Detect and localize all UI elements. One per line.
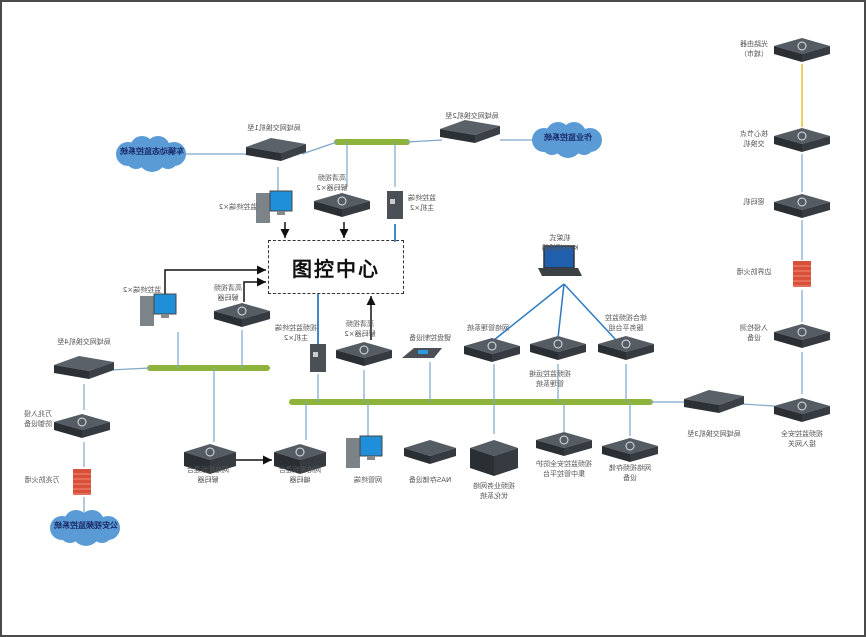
chassis-icon	[470, 440, 518, 476]
sw4-label: 局域网交换机4型	[57, 338, 111, 346]
platform-label: 综合视频监控 服务平台组	[605, 314, 647, 332]
ops-mgmt-label: 视频监控运维 管理系统	[529, 370, 571, 388]
tower-icon	[387, 191, 403, 219]
kvm-icon	[538, 245, 582, 276]
firewall-icon	[793, 261, 811, 287]
police-label: 公安视频监控系统	[54, 521, 118, 530]
cloud-icon	[532, 122, 602, 158]
ids-icon	[54, 414, 110, 438]
cloud-icon	[50, 510, 120, 546]
keyboard-label: 键盘控制设备	[409, 334, 451, 342]
core-icon	[774, 128, 830, 152]
link-line	[563, 283, 617, 341]
arrow-link	[243, 277, 266, 302]
sw3-label: 局域网交换机3型	[687, 430, 741, 438]
host-top-label: 监控终端 主机×2	[408, 194, 436, 212]
arrow-link	[164, 265, 266, 302]
ids-icon	[774, 324, 830, 348]
codec-icon	[184, 444, 236, 474]
vehicle-label: 车辆动态监控系统	[120, 147, 184, 156]
keyboard-icon	[402, 348, 442, 358]
sw1-label: 局域网交换机1型	[247, 124, 301, 132]
crypto-label: 密码机	[743, 198, 765, 206]
term-left-label: 监控终端×2	[122, 286, 162, 294]
fw-edge-label: 边界防火墙	[736, 268, 772, 276]
firewall-icon	[73, 469, 91, 495]
crypto-icon	[774, 194, 830, 218]
ops-label: 作业监控系统	[544, 133, 592, 142]
decoder-icon	[336, 342, 392, 366]
decoder-icon	[314, 193, 370, 217]
ips-label: 万兆入侵 防御设备	[24, 410, 52, 428]
link-line	[301, 141, 338, 155]
router-label: 光路由器 （城市）	[740, 40, 768, 58]
switch-icon	[54, 356, 114, 379]
core-sw-label: 核心节点 交换机	[740, 130, 768, 148]
fw-10g-label: 万兆防火墙	[24, 476, 60, 484]
storage-label: 网络视频存储 设备	[609, 464, 651, 482]
switch-icon	[440, 120, 500, 143]
nas-icon	[404, 440, 456, 464]
link-line	[741, 403, 775, 407]
kvm-label: 机架式 KVM切换器	[541, 234, 579, 252]
cloud-icon	[116, 136, 186, 172]
link-line	[109, 367, 151, 371]
switch-icon	[684, 390, 744, 413]
link-line	[493, 283, 565, 341]
mix-dec-label: 网络视频混合 解码器	[187, 466, 229, 484]
decoder-icon	[214, 303, 270, 327]
server-icon	[602, 438, 658, 462]
nms-label: 网络管理系统	[467, 324, 509, 332]
dec-mid-label: 高清视频 解码器×2	[344, 320, 376, 338]
optimize-label: 视频业务网络 优化系统	[473, 482, 515, 500]
dec-top-label: 高清视频 解码器×2	[316, 174, 348, 192]
control-center-box: 图控中心	[268, 240, 404, 294]
gateway-icon	[536, 432, 592, 456]
link-line	[557, 283, 565, 339]
control-center-title: 图控中心	[292, 256, 380, 281]
gateway-label: 视频监控安全 接入网关	[781, 430, 823, 448]
workstation-icon	[256, 190, 293, 223]
tower-icon	[310, 344, 326, 372]
workstation-icon	[140, 293, 177, 326]
switch-icon	[246, 138, 306, 161]
workstation-icon	[346, 435, 383, 468]
router-icon	[774, 38, 830, 62]
server-icon	[464, 338, 520, 362]
link-line	[406, 139, 443, 143]
codec-icon	[274, 444, 326, 474]
sw2-label: 局域网交换机2型	[445, 112, 499, 120]
server-icon	[530, 336, 586, 360]
ids-label: 入侵检测 设备	[740, 324, 768, 342]
gateway-icon	[774, 398, 830, 422]
dec-left-label: 高清视频 解码器	[214, 284, 242, 302]
server-icon	[598, 336, 654, 360]
term-top-label: 监控终端×2	[218, 203, 258, 211]
